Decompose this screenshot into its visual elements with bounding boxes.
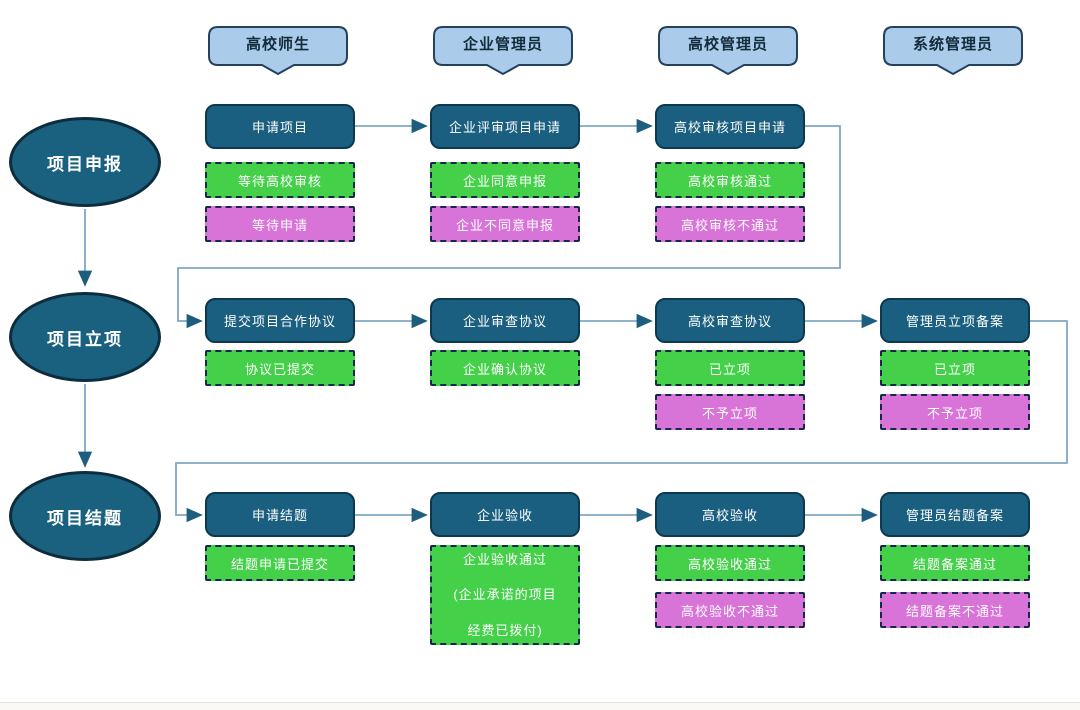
step-title: 申请项目: [251, 120, 308, 135]
banner-shape: [208, 26, 348, 76]
status-box: 高校审核通过: [655, 162, 805, 198]
phase-label: 项目立项: [47, 329, 123, 349]
connector-admin-record-to-apply-closing: [175, 320, 1068, 523]
status-box: 企业确认协议: [430, 350, 580, 386]
status-text: 结题备案通过: [912, 556, 997, 572]
step-title: 高校审查协议: [687, 314, 772, 329]
banner-shape: [883, 26, 1023, 76]
status-box: 等待申请: [205, 206, 355, 242]
status-box: 企业验收通过 (企业承诺的项目 经费已拨付): [430, 545, 580, 645]
step-box-submit-cooperation-agreement: 提交项目合作协议: [205, 298, 355, 343]
status-text: 企业验收通过 (企业承诺的项目 经费已拨付): [453, 552, 557, 638]
lane-header-label: 高校管理员: [687, 36, 768, 53]
step-title: 企业评审项目申请: [448, 120, 561, 135]
status-box: 等待高校审核: [205, 162, 355, 198]
status-box: 高校验收不通过: [655, 592, 805, 628]
step-title: 高校审核项目申请: [673, 120, 786, 135]
status-box: 结题备案不通过: [880, 592, 1030, 628]
step-box-university-check-agreement: 高校审查协议: [655, 298, 805, 343]
lane-header-label: 系统管理员: [912, 36, 993, 53]
status-text: 高校审核通过: [687, 173, 772, 189]
phase-label: 项目结题: [47, 508, 123, 528]
status-box: 高校验收通过: [655, 545, 805, 581]
step-box-apply-project: 申请项目: [205, 104, 355, 149]
step-box-apply-closing: 申请结题: [205, 492, 355, 537]
banner-shape: [658, 26, 798, 76]
status-box: 结题备案通过: [880, 545, 1030, 581]
step-title: 提交项目合作协议: [223, 314, 336, 329]
step-title: 管理员结题备案: [905, 508, 1004, 523]
step-title: 申请结题: [251, 508, 308, 523]
step-title: 企业审查协议: [462, 314, 547, 329]
status-box: 结题申请已提交: [205, 545, 355, 581]
status-text: 企业确认协议: [462, 361, 547, 377]
step-title: 管理员立项备案: [905, 314, 1004, 329]
status-text: 高校验收不通过: [680, 603, 779, 619]
lane-header-university-staff: 高校师生: [208, 26, 348, 76]
status-text: 企业同意申报: [462, 173, 547, 189]
step-title: 高校验收: [701, 508, 758, 523]
banner-shape: [433, 26, 573, 76]
step-box-university-review-application: 高校审核项目申请: [655, 104, 805, 149]
phase-ellipse-project-declaration: 项目申报: [9, 117, 161, 207]
status-box: 不予立项: [880, 394, 1030, 430]
status-text: 结题备案不通过: [905, 603, 1004, 619]
status-box: 协议已提交: [205, 350, 355, 386]
lane-header-label: 企业管理员: [462, 36, 543, 53]
status-text: 高校验收通过: [687, 556, 772, 572]
status-text: 已立项: [933, 361, 976, 377]
status-text: 等待申请: [251, 217, 308, 233]
status-box: 高校审核不通过: [655, 206, 805, 242]
status-text: 高校审核不通过: [680, 217, 779, 233]
status-text: 结题申请已提交: [230, 556, 329, 572]
step-box-university-acceptance: 高校验收: [655, 492, 805, 537]
step-title: 企业验收: [476, 508, 533, 523]
lane-header-company-admin: 企业管理员: [433, 26, 573, 76]
status-box: 已立项: [880, 350, 1030, 386]
status-text: 不予立项: [701, 405, 758, 421]
phase-label: 项目申报: [47, 154, 123, 174]
lane-header-university-admin: 高校管理员: [658, 26, 798, 76]
step-box-admin-approval-record: 管理员立项备案: [880, 298, 1030, 343]
status-text: 协议已提交: [244, 361, 315, 377]
phase-ellipse-project-closing: 项目结题: [9, 471, 161, 561]
status-text: 企业不同意申报: [455, 217, 554, 233]
status-text: 已立项: [708, 361, 751, 377]
status-box: 企业不同意申报: [430, 206, 580, 242]
page-bottom-edge: [0, 702, 1080, 710]
status-box: 不予立项: [655, 394, 805, 430]
lane-header-label: 高校师生: [245, 36, 310, 53]
connector-university-review-to-submit-agreement: [177, 125, 841, 329]
status-box: 已立项: [655, 350, 805, 386]
step-box-admin-closing-record: 管理员结题备案: [880, 492, 1030, 537]
step-box-company-acceptance: 企业验收: [430, 492, 580, 537]
status-text: 等待高校审核: [237, 173, 322, 189]
step-box-company-review-application: 企业评审项目申请: [430, 104, 580, 149]
status-box: 企业同意申报: [430, 162, 580, 198]
status-text: 不予立项: [926, 405, 983, 421]
phase-ellipse-project-approval: 项目立项: [9, 292, 161, 382]
lane-header-system-admin: 系统管理员: [883, 26, 1023, 76]
step-box-company-check-agreement: 企业审查协议: [430, 298, 580, 343]
